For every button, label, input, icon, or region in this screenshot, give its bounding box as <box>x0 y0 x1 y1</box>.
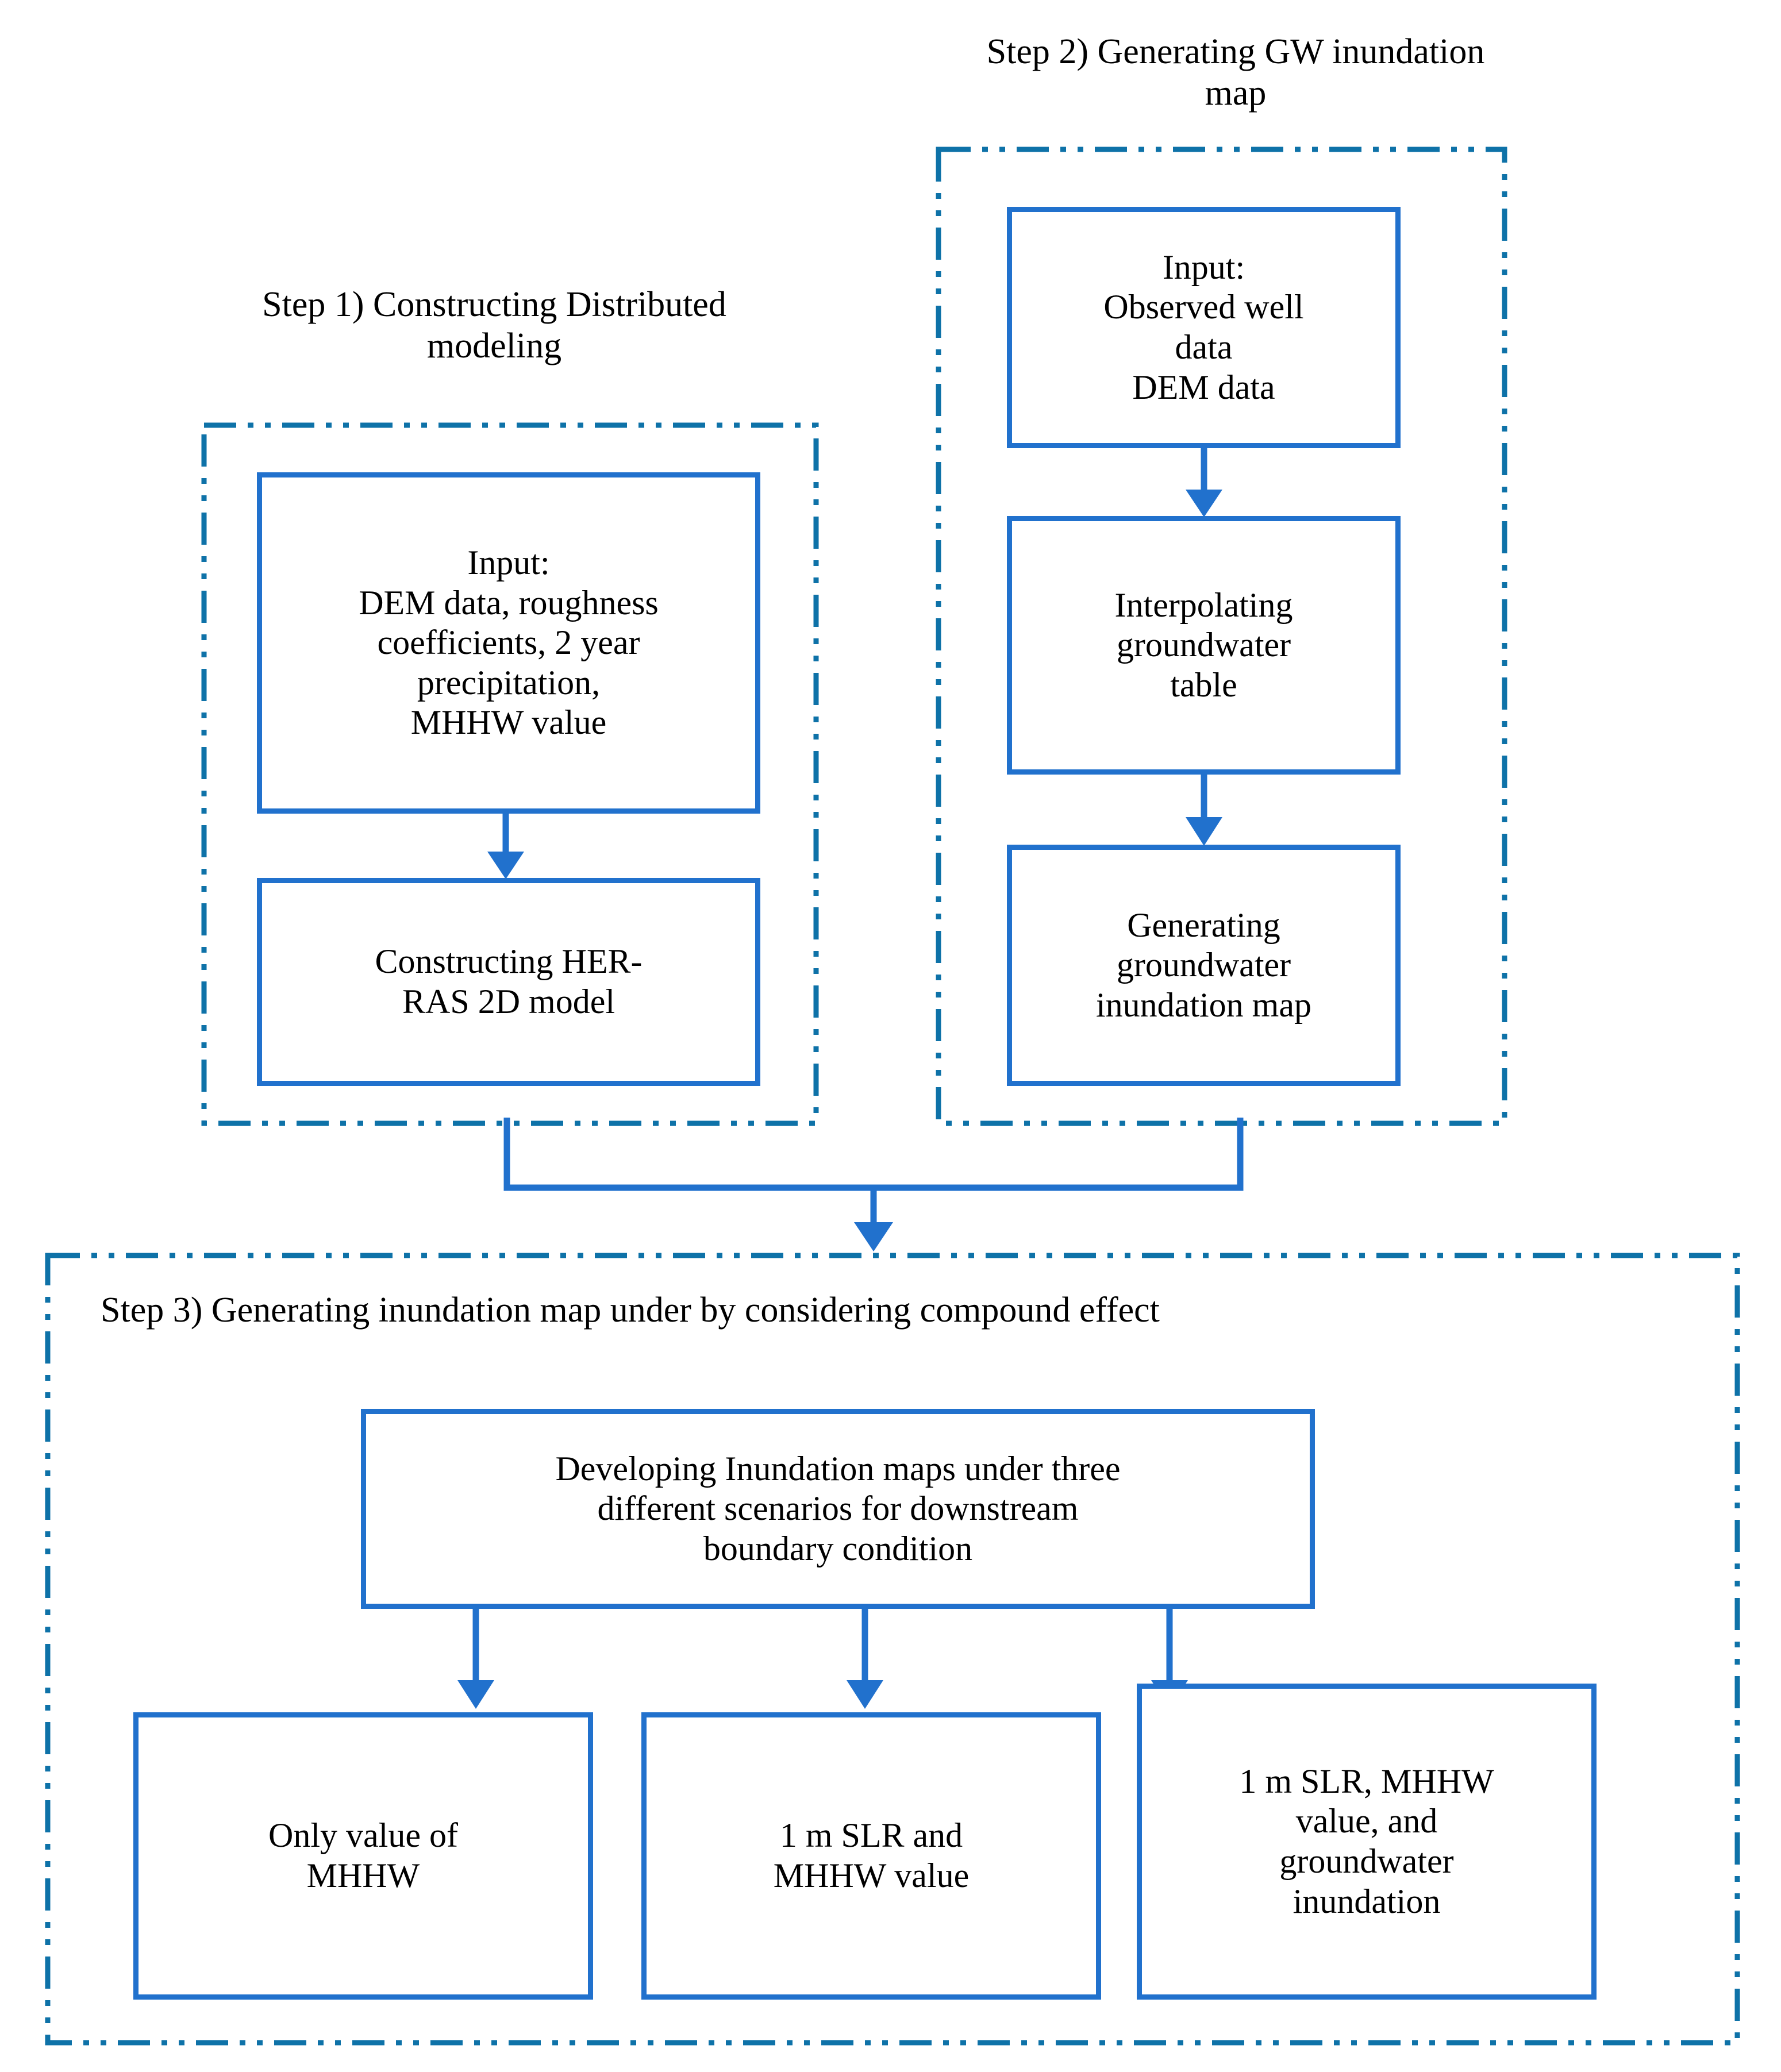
step3-heading: Step 3) Generating inundation map under … <box>101 1291 1160 1330</box>
box-step3-developing-inundation-maps[interactable]: Developing Inundation maps under three d… <box>361 1409 1315 1609</box>
connector-step1-input-to-model <box>487 811 524 879</box>
box-step2-generating-gw-inundation-map-text: Generating groundwater inundation map <box>1096 906 1311 1024</box>
box-step3-scenario-slr-mhhw-groundwater-text: 1 m SLR, MHHW value, and groundwater inu… <box>1239 1762 1494 1920</box>
box-step3-scenario-slr-mhhw-groundwater[interactable]: 1 m SLR, MHHW value, and groundwater inu… <box>1137 1684 1597 2000</box>
box-step2-input[interactable]: Input: Observed well data DEM data <box>1007 207 1401 448</box>
step1-heading: Step 1) Constructing Distributed modelin… <box>262 285 726 365</box>
box-step1-input-text: Input: DEM data, roughness coefficients,… <box>359 544 659 742</box>
box-step1-input[interactable]: Input: DEM data, roughness coefficients,… <box>257 472 760 814</box>
connector-step2-interpolating-to-generating <box>1186 773 1222 846</box>
box-step2-interpolating-groundwater-table[interactable]: Interpolating groundwater table <box>1007 516 1401 775</box>
box-step2-interpolating-groundwater-table-text: Interpolating groundwater table <box>1114 586 1293 704</box>
connector-step2-input-to-interpolating <box>1186 447 1222 517</box>
box-step2-input-text: Input: Observed well data DEM data <box>1103 248 1304 406</box>
step2-heading: Step 2) Generating GW inundation map <box>986 32 1485 113</box>
connector-merge-to-step3 <box>503 1118 1244 1251</box>
box-step1-hec-ras-model[interactable]: Constructing HER- RAS 2D model <box>257 878 760 1086</box>
box-step3-developing-inundation-maps-text: Developing Inundation maps under three d… <box>555 1449 1121 1568</box>
box-step1-hec-ras-model-text: Constructing HER- RAS 2D model <box>375 942 643 1020</box>
box-step3-scenario-mhhw-only[interactable]: Only value of MHHW <box>133 1712 593 2000</box>
box-step3-scenario-slr-mhhw[interactable]: 1 m SLR and MHHW value <box>641 1712 1101 2000</box>
box-step2-generating-gw-inundation-map[interactable]: Generating groundwater inundation map <box>1007 845 1401 1086</box>
box-step3-scenario-slr-mhhw-text: 1 m SLR and MHHW value <box>773 1816 970 1894</box>
box-step3-scenario-mhhw-only-text: Only value of MHHW <box>268 1816 458 1894</box>
